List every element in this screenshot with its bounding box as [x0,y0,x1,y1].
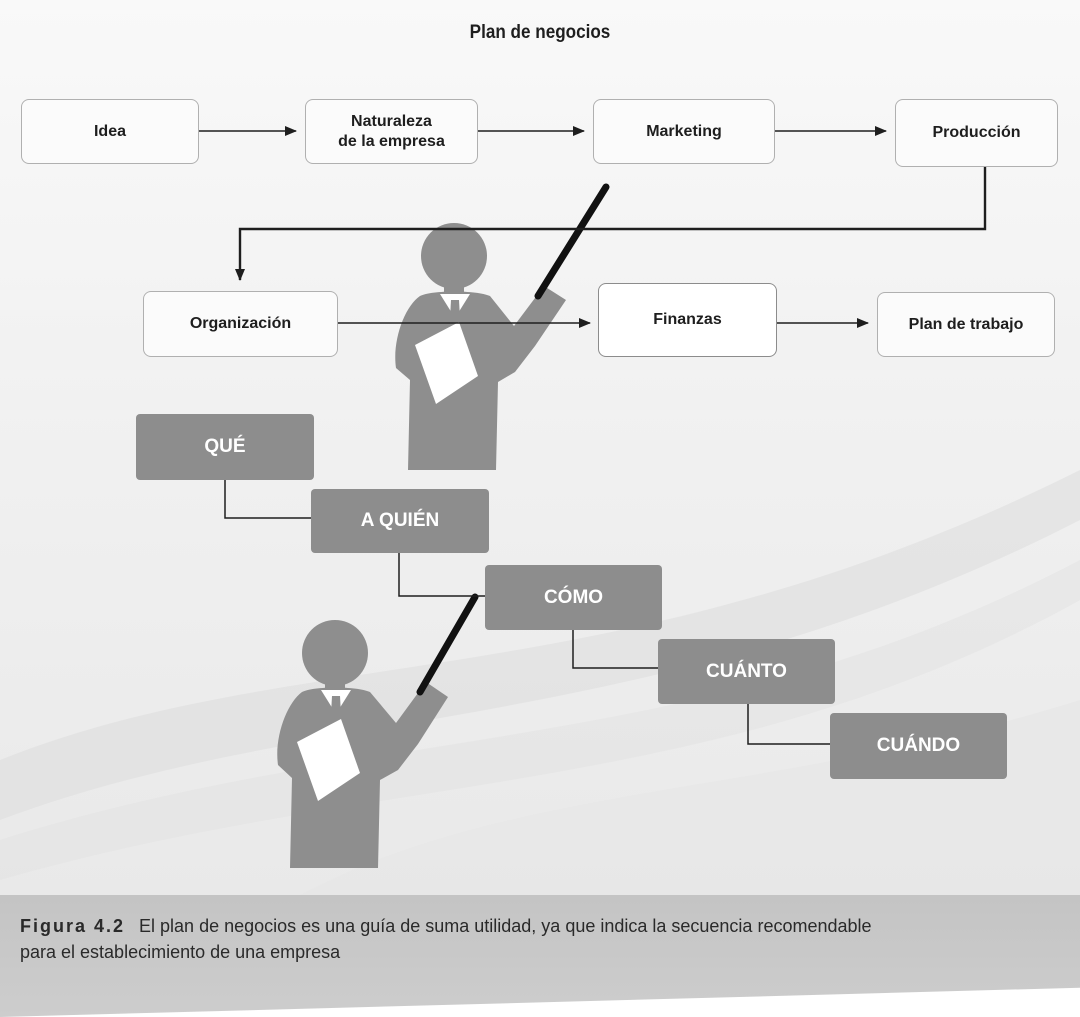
question-box-cuanto: CUÁNTO [658,639,835,704]
flow-box-finanzas: Finanzas [598,283,777,357]
flow-box-naturaleza: Naturaleza de la empresa [305,99,478,164]
flow-box-idea: Idea [21,99,199,164]
diagram-title: Plan de negocios [469,22,611,43]
connector-cuanto-cuando [747,704,830,745]
figure-label: Figura 4.2 [20,916,126,936]
question-box-como: CÓMO [485,565,662,630]
presenter-figure-icon [395,183,610,470]
flow-box-organizacion: Organización [143,291,338,357]
question-box-cuando: CUÁNDO [830,713,1007,779]
connector-aquien-como [398,553,485,597]
flow-box-produccion: Producción [895,99,1058,167]
diagram-canvas: Plan de negocios Idea Naturaleza de la e… [0,0,1080,895]
connector-como-cuanto [572,630,658,669]
arrow-produccion-organizacion [235,167,987,281]
question-box-que: QUÉ [136,414,314,480]
flow-box-plan-trabajo: Plan de trabajo [877,292,1055,357]
connector-que-aquien [224,480,311,519]
background-swoosh [0,470,1080,895]
question-box-a-quien: A QUIÉN [311,489,489,553]
flow-connectors [199,126,987,745]
flow-box-marketing: Marketing [593,99,775,164]
caption-text: El plan de negocios es una guía de suma … [20,916,872,962]
presenter-figure-icon [277,593,479,868]
